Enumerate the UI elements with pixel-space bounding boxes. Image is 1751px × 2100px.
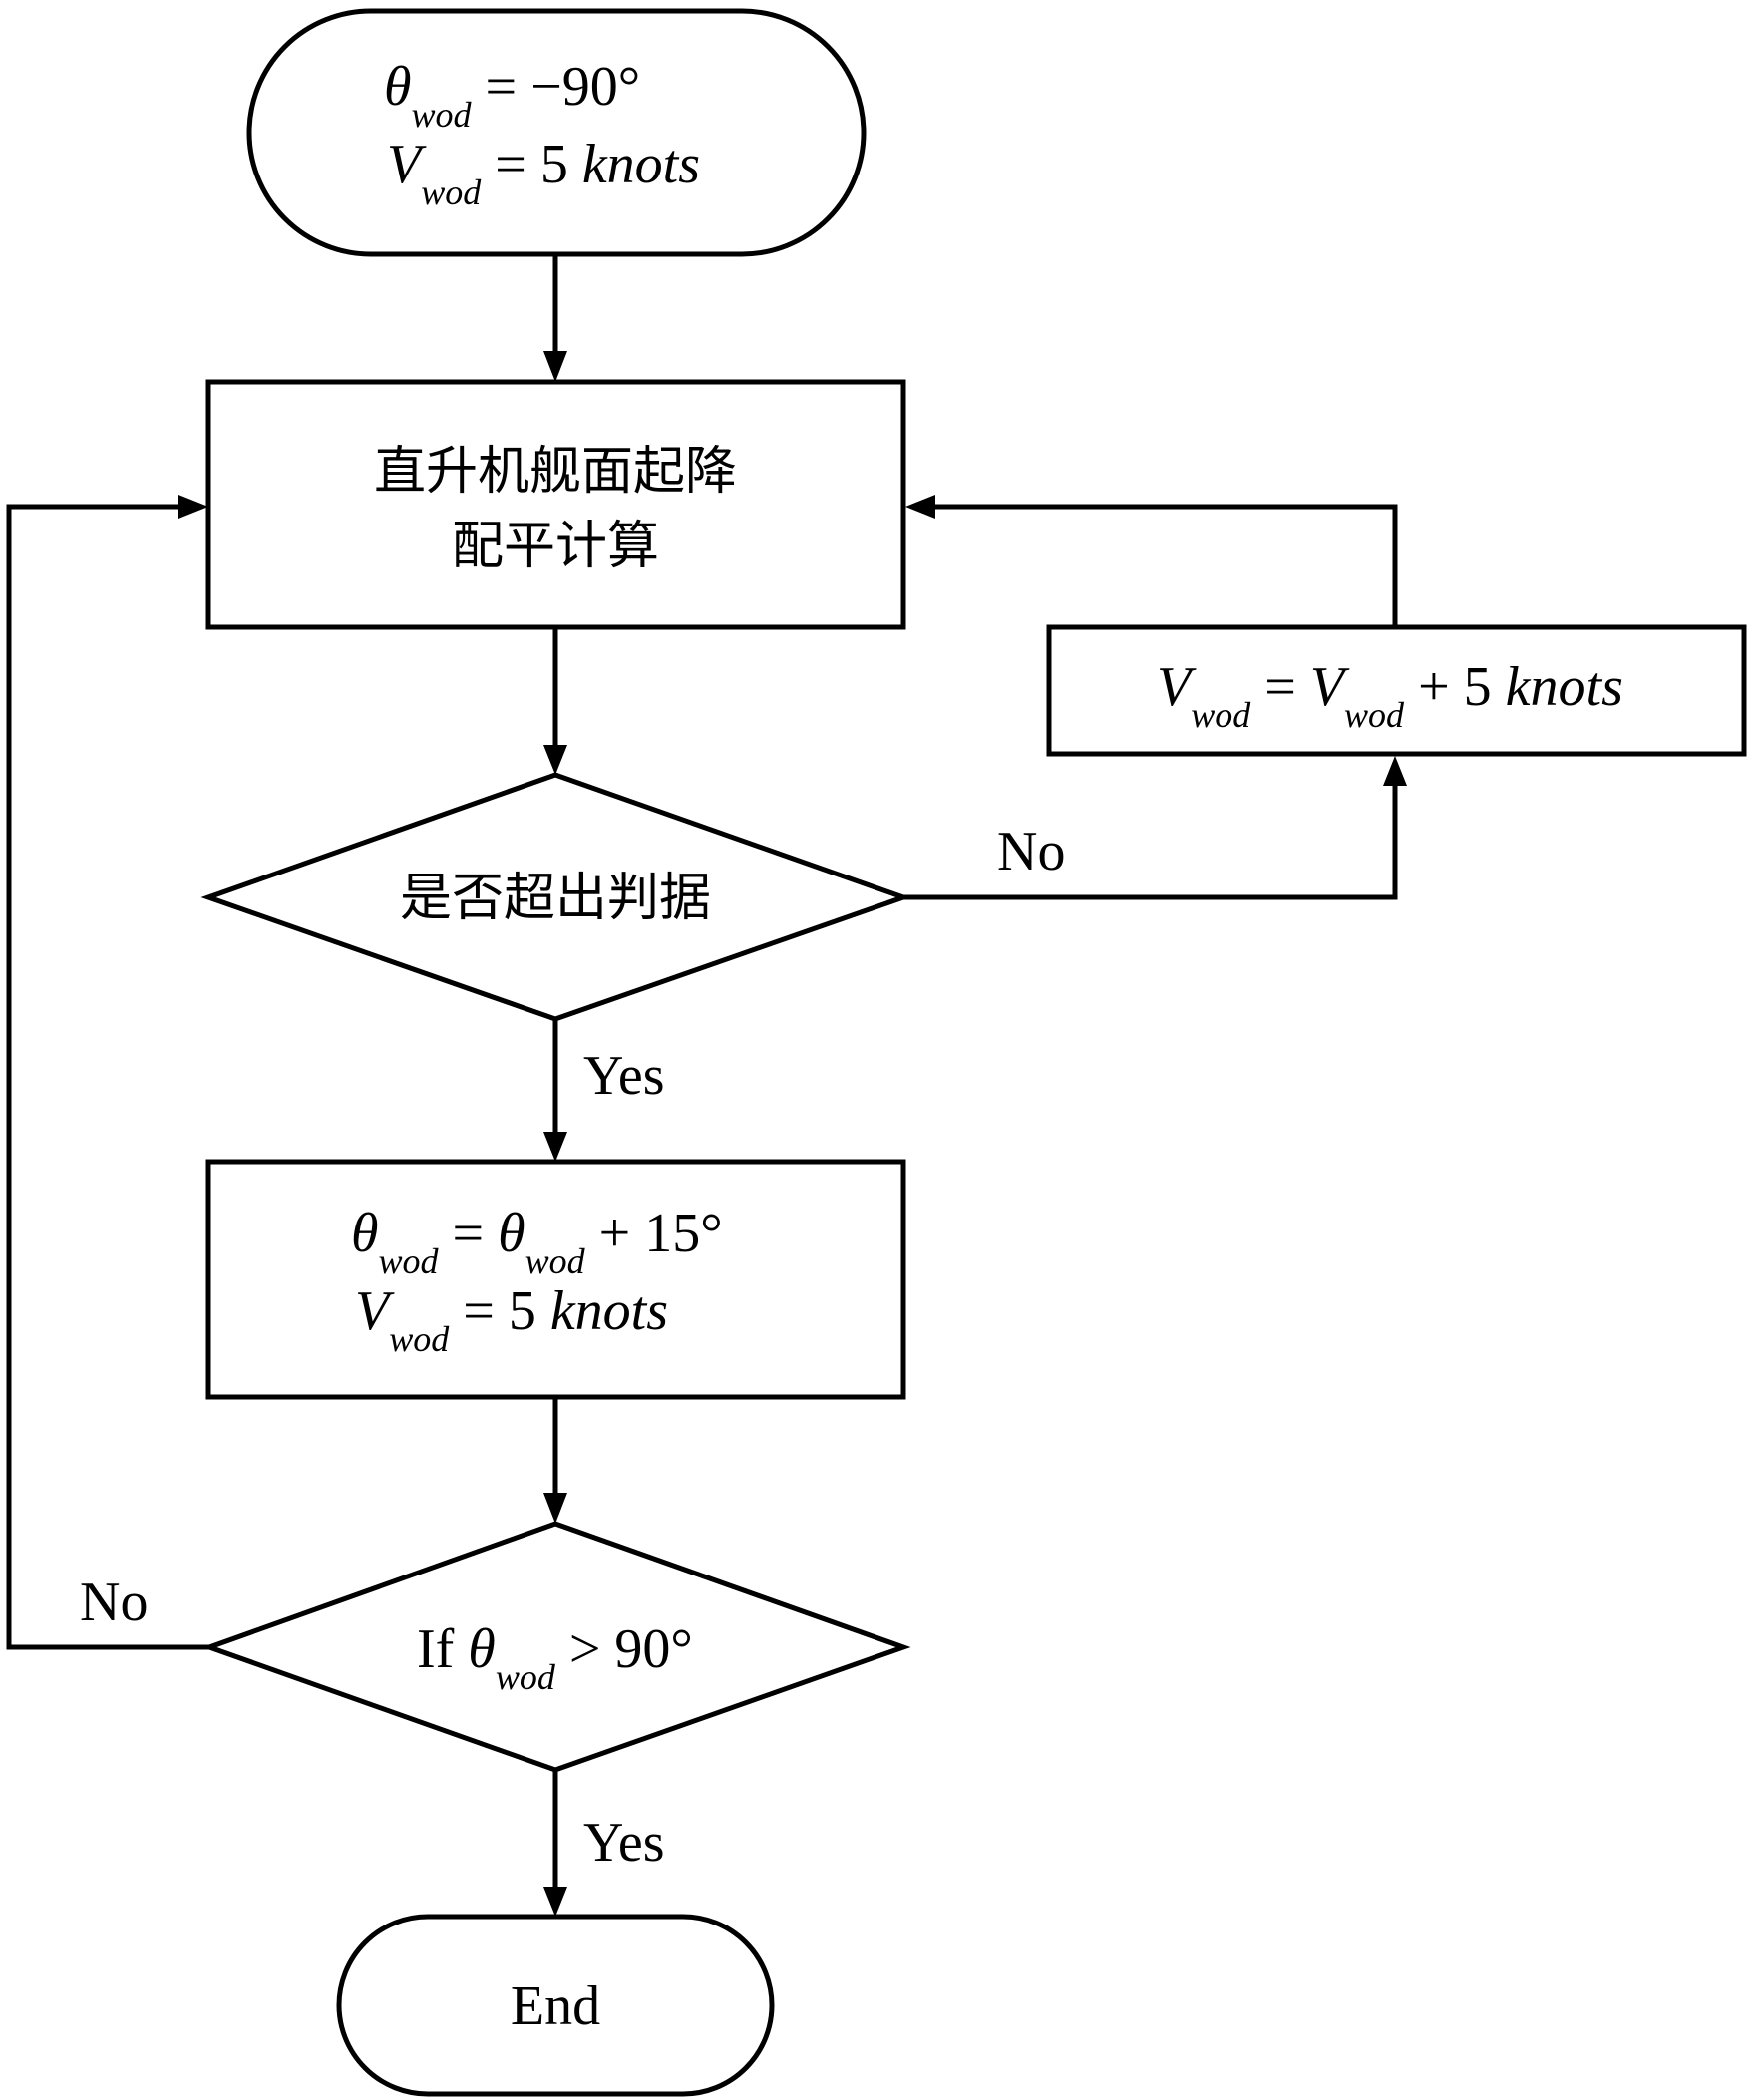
arrowhead-icon [543, 745, 567, 775]
edge-increment-speed-to-calc [932, 504, 1398, 627]
check-angle-label: If θwod > 90° [417, 1618, 693, 1697]
calc-label-line-1: 直升机舰面起降 [374, 442, 737, 502]
edge-check-no-to-increment-speed [903, 783, 1398, 900]
arrowhead-icon [543, 1493, 567, 1524]
increment-speed-label: Vwod = Vwod + 5 knots [1157, 656, 1623, 735]
increment-angle-line-1: θwod = θwod + 15° [351, 1203, 723, 1281]
check-criteria-label: 是否超出判据 [400, 869, 711, 928]
arrowhead-icon [543, 1887, 567, 1917]
start-terminator-shape [246, 8, 867, 257]
edge-check-angle-no-to-calc [6, 504, 209, 1650]
start-node: θwod = −90° Vwod = 5 knots [246, 8, 867, 257]
edge-label-criteria-no: No [997, 821, 1065, 882]
increment-angle-node: θwod = θwod + 15° Vwod = 5 knots [205, 1159, 906, 1400]
arrowhead-icon [543, 351, 567, 382]
increment-angle-box [205, 1159, 906, 1400]
start-line-1: θwod = −90° [384, 56, 640, 135]
end-label: End [511, 1975, 600, 2037]
edge-label-angle-no: No [80, 1572, 148, 1633]
check-angle-node: If θwod > 90° [201, 1521, 911, 1773]
edge-label-criteria-yes: Yes [583, 1045, 664, 1107]
calc-label-line-2: 配平计算 [452, 517, 659, 576]
check-criteria-node: 是否超出判据 [200, 772, 911, 1022]
end-node: End [336, 1914, 775, 2097]
increment-angle-line-2: Vwod = 5 knots [355, 1280, 668, 1359]
arrowhead-icon [178, 495, 208, 519]
arrowhead-icon [543, 1132, 567, 1162]
arrowhead-icon [1383, 756, 1407, 786]
calc-node: 直升机舰面起降 配平计算 [205, 379, 906, 630]
calc-process-box [205, 379, 906, 630]
increment-speed-node: Vwod = Vwod + 5 knots [1046, 624, 1747, 757]
end-terminator-shape [336, 1914, 775, 2097]
start-line-2: Vwod = 5 knots [387, 134, 700, 212]
arrowhead-icon [905, 495, 935, 519]
edge-label-angle-yes: Yes [583, 1812, 664, 1874]
